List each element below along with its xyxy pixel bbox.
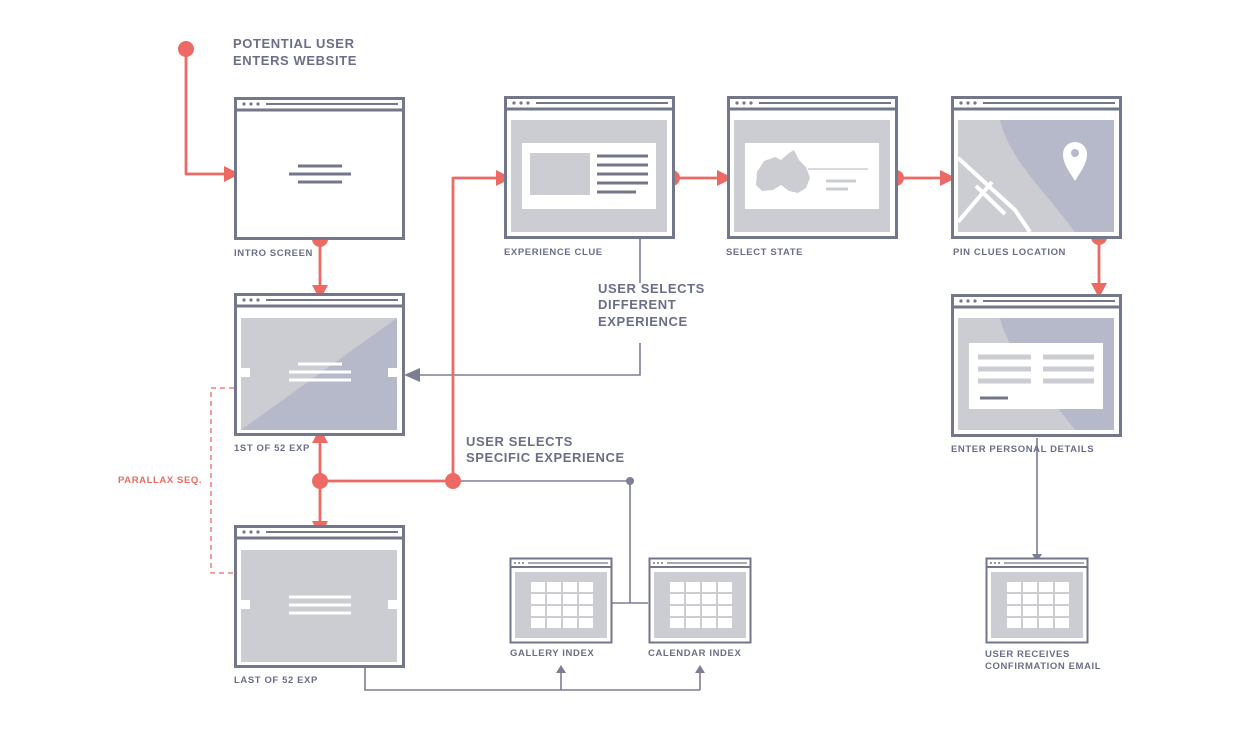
grid-table-icon [531, 582, 593, 628]
arrow-to-intro [224, 166, 240, 182]
first-exp-label: 1ST OF 52 EXP [234, 443, 310, 454]
browser-dots-icon [242, 298, 260, 302]
text-lines-icon [289, 362, 351, 382]
window-pin-clues-location [951, 96, 1122, 239]
window-confirmation-email [985, 557, 1089, 644]
browser-dots-icon [242, 530, 260, 534]
arrow-to-state [717, 170, 733, 186]
hub-dot-left [312, 473, 328, 489]
experience-clue-label: EXPERIENCE CLUE [504, 247, 603, 258]
text-lines-icon [289, 164, 351, 184]
browser-dots-icon [512, 101, 530, 105]
browser-dots-icon [959, 101, 977, 105]
start-dot [178, 41, 194, 57]
last-exp-label: LAST OF 52 EXP [234, 675, 318, 686]
grid-table-icon [670, 582, 732, 628]
arrow-to-details [1091, 283, 1107, 298]
window-calendar-index [648, 557, 752, 644]
window-experience-clue [504, 96, 675, 239]
pin-clues-label: PIN CLUES LOCATION [953, 247, 1066, 258]
hub-dot-right [445, 473, 461, 489]
window-enter-personal-details [951, 294, 1122, 437]
browser-dots-icon [735, 101, 753, 105]
parallax-label: PARALLAX SEQ. [118, 475, 202, 486]
calendar-index-label: CALENDAR INDEX [648, 648, 741, 659]
specific-branch-dot [626, 477, 634, 485]
different-experience-line-3: EXPERIENCE [598, 314, 688, 329]
confirmation-label-line-2: CONFIRMATION EMAIL [985, 661, 1101, 672]
map-pin-icon [1063, 142, 1087, 181]
arrow-to-first-exp [404, 368, 420, 382]
arrow-to-calendar [695, 665, 705, 673]
different-experience-line-1: USER SELECTS [598, 281, 705, 296]
parallax-bracket [210, 387, 234, 574]
window-select-state [727, 96, 898, 239]
specific-experience-line-1: USER SELECTS [466, 434, 573, 449]
confirmation-label-line-1: USER RECEIVES [985, 649, 1070, 660]
window-last-experience [234, 525, 405, 668]
enter-details-label: ENTER PERSONAL DETAILS [951, 444, 1094, 455]
australia-map-icon [756, 150, 810, 193]
arrow-to-pin [940, 170, 956, 186]
intro-screen-label: INTRO SCREEN [234, 248, 313, 259]
start-label-line-2: ENTERS WEBSITE [233, 53, 357, 68]
connector-last-to-indexes [364, 664, 701, 691]
window-intro-screen [234, 97, 405, 240]
window-first-experience [234, 293, 405, 436]
start-label-line-1: POTENTIAL USER [233, 36, 355, 51]
gallery-index-label: GALLERY INDEX [510, 648, 594, 659]
connector-start-to-intro [184, 49, 230, 176]
text-lines-icon [289, 595, 351, 615]
connector-different-experience [418, 238, 641, 376]
select-state-label: SELECT STATE [726, 247, 803, 258]
connector-hub-to-clue [320, 176, 500, 483]
browser-dots-icon [959, 299, 977, 303]
arrow-to-first-exp-down [312, 285, 328, 300]
different-experience-line-2: DIFFERENT [598, 297, 676, 312]
arrow-to-gallery [556, 665, 566, 673]
grid-table-icon [1007, 582, 1069, 628]
window-gallery-index [509, 557, 613, 644]
browser-dots-icon [242, 102, 260, 106]
specific-experience-line-2: SPECIFIC EXPERIENCE [466, 450, 625, 465]
